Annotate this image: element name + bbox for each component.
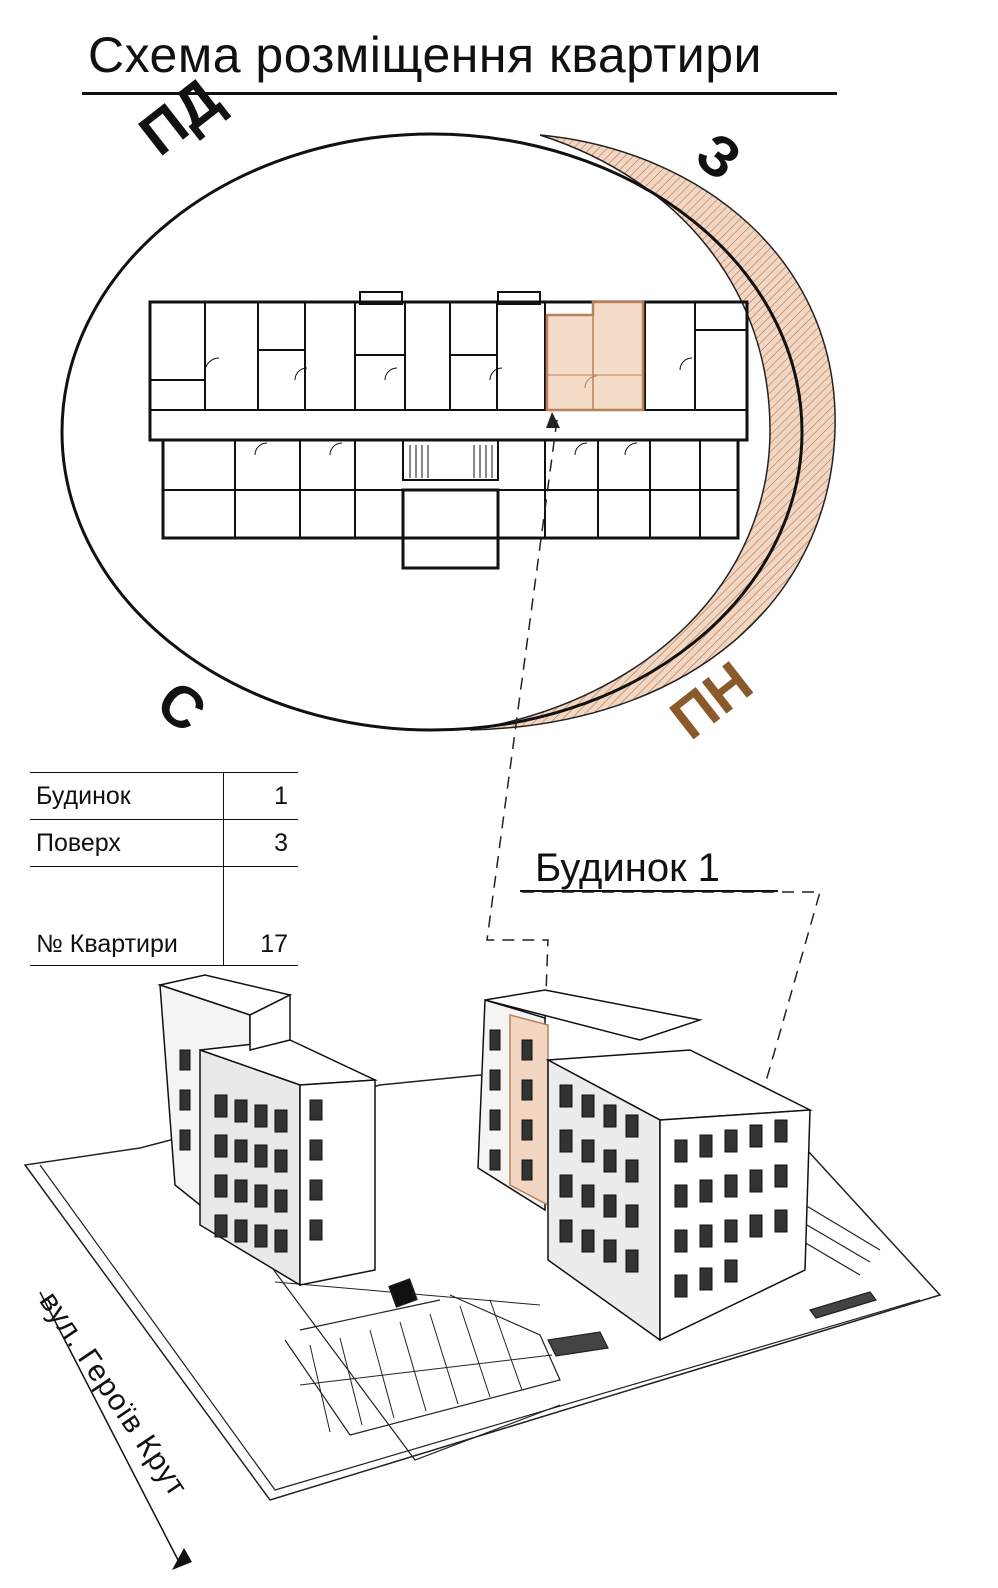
building-label: Будинок 1: [535, 846, 720, 890]
info-value-apartment: 17: [223, 866, 298, 966]
leader-lines: [486, 412, 821, 1121]
compass-ring: [60, 132, 836, 732]
info-value-building: 1: [223, 772, 298, 820]
floor-plan: [148, 291, 749, 570]
info-row-building: Будинок 1: [30, 772, 298, 820]
info-label-apartment: № Квартири: [30, 866, 224, 966]
title-underline: [82, 92, 837, 95]
info-label-floor: Поверх: [30, 819, 224, 867]
street-arrow: [39, 1291, 192, 1570]
info-row-apartment: № Квартири 17: [30, 866, 298, 966]
apartment-info-table: Будинок 1 Поверх 3 № Квартири 17: [30, 772, 298, 966]
info-value-floor: 3: [223, 819, 298, 867]
building-label-underline: [520, 890, 778, 892]
highlighted-apartment: [545, 300, 645, 412]
info-row-floor: Поверх 3: [30, 819, 298, 867]
stair-lines: [409, 445, 493, 478]
page-title: Схема розміщення квартири: [88, 27, 762, 83]
right-building: [477, 989, 813, 1342]
info-label-building: Будинок: [30, 772, 224, 820]
left-building: [157, 974, 378, 1287]
